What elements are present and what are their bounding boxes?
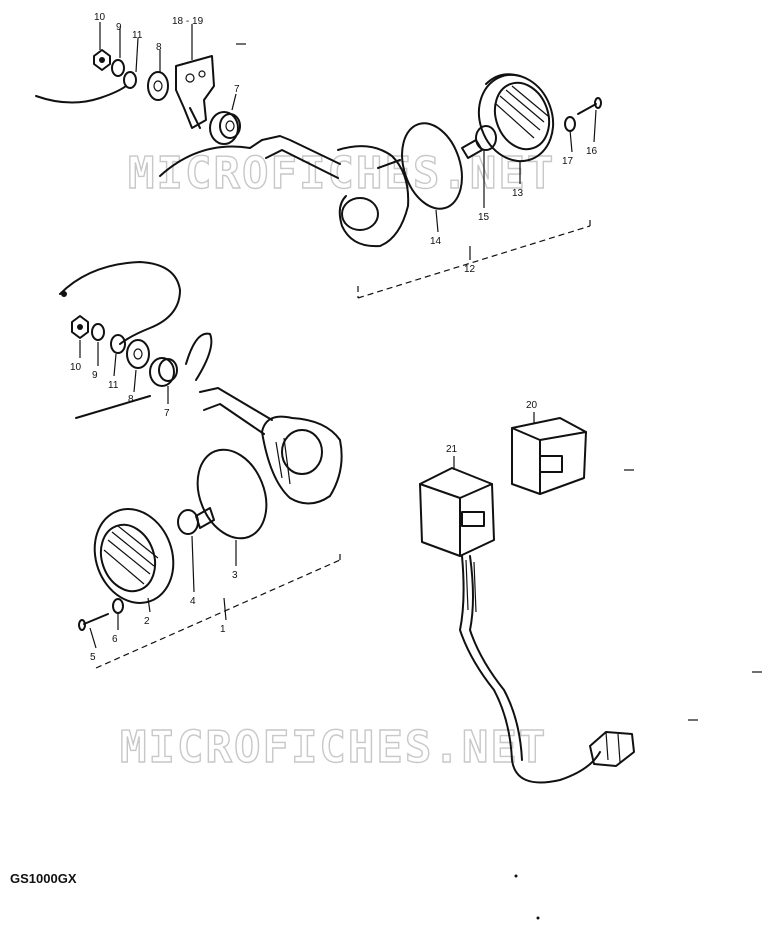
callout-12: 12 [464,264,476,275]
callout-9-lower: 9 [92,370,98,381]
signal-housing-lower [199,387,343,505]
screw-16 [577,97,602,115]
callout-2: 2 [144,616,150,627]
callout-21: 21 [446,444,458,455]
grommet-7-lower [149,357,178,387]
nut-10-lower [71,315,89,339]
assembly-12-bracket [357,218,591,299]
gasket-3 [196,448,268,540]
nut-10-upper [93,49,111,71]
gasket-14 [401,122,463,210]
bracket-18-19 [175,55,215,129]
callout-4: 4 [190,596,196,607]
screw-5 [78,613,109,631]
callout-14: 14 [430,236,442,247]
callout-20: 20 [526,400,538,411]
callout-1: 1 [220,624,226,635]
lower-wire-loop [59,261,181,345]
callout-15: 15 [478,212,490,223]
callout-leaders-upper [99,22,597,233]
turn-signal-relay-20 [511,412,587,495]
washer-6 [112,598,124,614]
wiring-harness [459,555,635,784]
grommet-7-upper [209,111,241,145]
watermark-upper: MICROFICHES.NET [128,148,555,199]
bulb-15 [461,125,497,159]
callout-13: 13 [512,188,524,199]
upper-turn-signal-assembly [35,49,602,299]
callout-17: 17 [562,156,574,167]
washer-8-upper [147,71,169,101]
callout-11-upper: 11 [132,30,143,41]
lower-turn-signal-assembly [59,261,343,669]
terminal-11-lower [110,334,126,354]
model-label: GS1000GX [10,871,77,886]
callout-6: 6 [112,634,118,645]
lock-washer-9-lower [91,323,105,341]
lens-2 [93,508,175,604]
callout-10-lower: 10 [70,362,82,373]
washer-8-lower [126,339,150,369]
scan-marks [236,43,762,920]
callout-7-upper: 7 [234,84,240,95]
assembly-1-bracket [95,552,341,669]
callout-16: 16 [586,146,598,157]
callout-3: 3 [232,570,238,581]
callout-leaders-lower [79,340,237,649]
callout-7-lower: 7 [164,408,170,419]
watermark-lower: MICROFICHES.NET [120,722,547,773]
bulb-4 [177,507,215,535]
callout-11-lower: 11 [108,380,119,391]
callout-9-upper: 9 [116,22,122,33]
upper-wire-lead [35,85,127,104]
lower-wire-tail [75,395,151,419]
signal-housing-upper [159,135,410,248]
terminal-11-upper [123,71,137,89]
control-unit-21 [419,456,495,557]
callout-18-19: 18 - 19 [172,16,204,27]
lock-washer-9-upper [111,59,125,77]
callout-8-lower: 8 [128,394,134,405]
washer-17 [564,116,576,132]
callout-8-upper: 8 [156,42,162,53]
callout-5: 5 [90,652,96,663]
harness-connector [589,731,635,767]
callout-10-upper: 10 [94,12,106,23]
lens-13 [477,73,555,163]
